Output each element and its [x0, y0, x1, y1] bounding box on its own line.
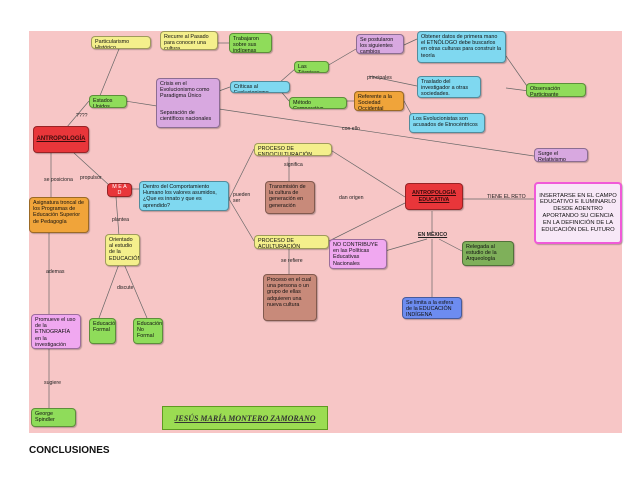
link-eeuu-particularismo — [98, 48, 120, 99]
concept-map: ???? se posiciona propulsor principales … — [29, 31, 622, 433]
node-se-postularon[interactable]: Se postularon los siguientes cambios — [356, 34, 404, 54]
node-promueve[interactable]: Promueve el uso de la ETNOGRAFÍA en la i… — [31, 314, 81, 349]
node-asignatura[interactable]: Asignatura troncal de los Programas de E… — [29, 197, 89, 233]
edge-label-pueden-ser: pueden ser — [233, 192, 251, 204]
link-endo-ae — [328, 148, 406, 198]
node-mead[interactable]: M E A D — [107, 183, 132, 197]
edge-label-dan-origen: dan origen — [339, 195, 364, 201]
node-aculturacion[interactable]: PROCESO DE ACULTURACIÓN — [254, 235, 329, 249]
node-en-mexico[interactable]: EN MÉXICO — [418, 232, 448, 238]
node-traslado[interactable]: Traslado del investigador a otras socied… — [417, 76, 481, 98]
node-relativismo[interactable]: Surge el Relativismo — [534, 148, 588, 162]
link-mexico-nocontribuye — [384, 238, 428, 252]
page-title: CONCLUSIONES — [29, 445, 110, 456]
link-principales-traslado — [368, 75, 418, 87]
node-relegada[interactable]: Relegada al estudio de la Arqueología — [462, 241, 514, 266]
link-tecnicas-postularon — [326, 48, 357, 67]
edge-label-discute: discute — [117, 285, 134, 291]
node-proceso-cual[interactable]: Proceso en el cual una persona o un grup… — [263, 274, 317, 321]
edge-label-plantea: plantea — [112, 217, 130, 223]
link-dentro-endo — [228, 148, 255, 200]
link-antropologia-mead — [73, 152, 110, 186]
node-tecnicas[interactable]: Las Técnicas — [294, 61, 329, 73]
node-antropologia-educativa[interactable]: ANTROPOLOGÍA EDUCATIVA — [405, 183, 463, 210]
node-criticas[interactable]: Críticas al Evolucionismo — [230, 81, 290, 93]
node-se-limita[interactable]: Se limita a la esfera de la EDUCACIÓN IN… — [402, 297, 462, 319]
edge-label-significa: significa — [284, 162, 303, 168]
link-orientado-noformal — [123, 263, 148, 319]
author-credit: JESÚS MARÍA MONTERO ZAMORANO — [162, 406, 328, 430]
node-referente[interactable]: Referente a la Sociedad Occidental — [354, 91, 404, 111]
node-crisis[interactable]: Crisis en el Evolucionismo como Paradigm… — [156, 78, 220, 128]
link-mexico-relegada — [438, 238, 463, 252]
edge-label-sugiere: sugiere — [44, 380, 62, 386]
link-postularon-obtener — [403, 38, 418, 46]
link-orientado-formal — [98, 263, 120, 319]
node-george[interactable]: George Spindler — [31, 408, 76, 427]
separacion-text: Separación de científicos nacionales — [160, 109, 212, 122]
link-acu-ae — [328, 202, 406, 242]
node-no-contribuye[interactable]: NO CONTRIBUYE en las Políticas Educativa… — [329, 239, 387, 269]
node-evolucionistas[interactable]: Los Evolucionistas son acusados de Etnoc… — [409, 113, 485, 133]
edge-label-q: ???? — [76, 113, 88, 119]
link-dentro-acu — [228, 198, 255, 242]
node-dentro[interactable]: Dentro del Comportamiento Humano los val… — [139, 181, 229, 211]
node-educacion-formal[interactable]: Educación Formal — [89, 318, 116, 344]
connector-lines — [48, 38, 535, 408]
node-transmision[interactable]: Transmisión de la cultura de generación … — [265, 181, 315, 214]
node-insertarse[interactable]: INSERTARSE EN EL CAMPO EDUCATIVO E ILUMI… — [534, 182, 622, 244]
node-metodo[interactable]: Método Comparativo — [289, 97, 347, 109]
crisis-text: Crisis en el Evolucionismo como Paradigm… — [160, 81, 210, 100]
link-mead-orientado — [115, 196, 120, 237]
node-endoculturacion[interactable]: PROCESO DE ENDOCULTURACIÓN — [254, 143, 332, 156]
node-estados-unidos[interactable]: Estados Unidos — [89, 95, 127, 108]
edge-label-con-ello: con ello — [342, 126, 360, 132]
edge-label-propulsor: propulsor — [80, 175, 102, 181]
edge-label-tiene-reto: TIENE EL RETO — [487, 194, 526, 200]
node-orientado[interactable]: Orientado al estudio de la EDUCACIÓN — [105, 234, 140, 266]
node-antropologia[interactable]: ANTROPOLOGÍA — [33, 126, 89, 153]
node-obtener[interactable]: Obtener datos de primera mano el ETNÓLOG… — [417, 31, 506, 63]
link-crisis-relativismo — [218, 108, 535, 157]
node-recurre[interactable]: Recurre al Pasado para conocer una cultu… — [160, 31, 218, 50]
edge-label-se-posiciona: se posiciona — [44, 177, 73, 183]
edge-label-ademas: ademas — [46, 269, 65, 275]
node-trabajaron[interactable]: Trabajaron sobre sus indígenas — [229, 33, 272, 53]
node-educacion-no-formal[interactable]: Educación No Formal — [133, 318, 163, 344]
node-particularismo[interactable]: Particularismo Histórico — [91, 36, 151, 49]
link-crisis-criticas — [218, 86, 231, 92]
link-observacion-obtener — [505, 55, 530, 90]
link-observacion-traslado — [505, 87, 530, 92]
edge-label-principales: principales — [367, 75, 392, 81]
link-criticas-tecnicas — [278, 68, 296, 84]
edge-label-se-refiere: se refiere — [281, 258, 303, 264]
node-observacion[interactable]: Observación Participante — [526, 83, 586, 97]
link-eeuu-crisis — [124, 100, 158, 107]
